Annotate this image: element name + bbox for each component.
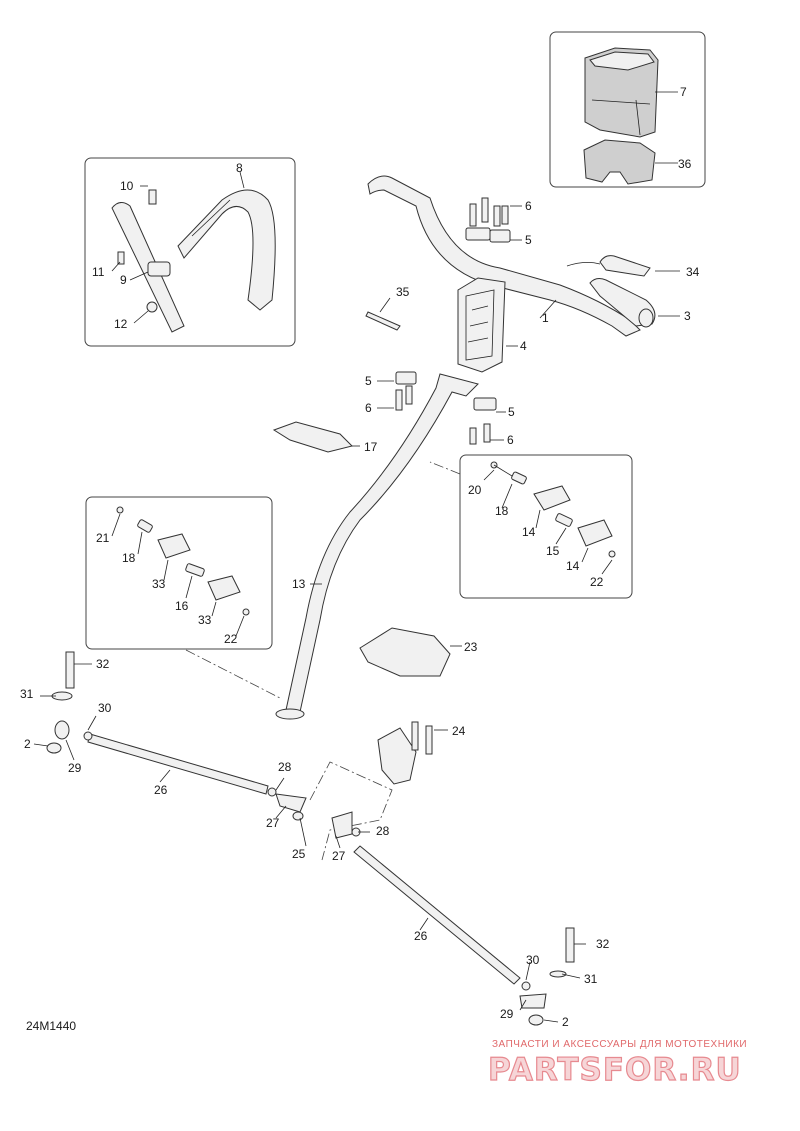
riser-block-part <box>457 277 506 373</box>
label-part-7: 7 <box>680 85 687 99</box>
label-part-6-right: 6 <box>507 433 514 447</box>
label-part-2-upper: 2 <box>24 737 31 751</box>
label-part-2-lower: 2 <box>562 1015 569 1029</box>
label-part-23: 23 <box>464 640 478 654</box>
label-part-14-b: 14 <box>566 559 580 573</box>
label-part-32-lower: 32 <box>596 937 610 951</box>
label-part-30-lower: 30 <box>526 953 540 967</box>
label-part-25: 25 <box>292 847 306 861</box>
watermark-brand: PARTSFOR.RU <box>488 1052 742 1088</box>
centerline-right-inset <box>429 461 461 475</box>
lower-clamps-part <box>395 371 497 445</box>
label-part-22-right: 22 <box>590 575 604 589</box>
label-part-3: 3 <box>684 309 691 323</box>
label-part-12: 12 <box>114 317 128 331</box>
label-part-11: 11 <box>92 265 105 279</box>
label-part-31-upper: 31 <box>20 687 34 701</box>
label-part-33-b: 33 <box>198 613 212 627</box>
label-part-26-upper: 26 <box>154 783 168 797</box>
label-part-33-a: 33 <box>152 577 166 591</box>
label-part-8: 8 <box>236 161 243 175</box>
clamp-small-part <box>117 189 171 313</box>
label-part-5-left: 5 <box>365 374 372 388</box>
label-part-24: 24 <box>452 724 466 738</box>
inset-frame-hand-guard <box>84 157 296 347</box>
label-part-27-lower: 27 <box>332 849 346 863</box>
label-part-18-left: 18 <box>122 551 136 565</box>
grip-cover-base-part <box>583 139 656 185</box>
tie-rod-lower-part <box>331 811 575 1026</box>
label-part-17: 17 <box>364 440 378 454</box>
handlebar-part <box>367 175 641 337</box>
label-part-4: 4 <box>520 339 527 353</box>
pin-part <box>365 311 401 331</box>
label-part-20: 20 <box>468 483 482 497</box>
label-part-1: 1 <box>542 311 549 325</box>
label-part-15: 15 <box>546 544 560 558</box>
watermark-tagline: ЗАПЧАСТИ И АКСЕССУАРЫ ДЛЯ МОТОТЕХНИКИ <box>492 1039 747 1050</box>
diagram-code: 24M1440 <box>26 1019 76 1033</box>
centerline-left-inset <box>185 649 281 699</box>
label-part-28-lower: 28 <box>376 824 390 838</box>
label-part-21: 21 <box>96 531 110 545</box>
label-part-32-upper: 32 <box>96 657 110 671</box>
label-part-5-right: 5 <box>508 405 515 419</box>
centerline-tie-rods <box>309 761 393 861</box>
inset-frame-clamp-assembly-right <box>459 454 633 599</box>
plate-part <box>272 421 353 453</box>
clamp-assembly-right-parts <box>490 461 616 558</box>
steering-column-part <box>275 373 479 720</box>
label-part-6-upper: 6 <box>525 199 532 213</box>
grip-part <box>589 278 656 328</box>
label-part-18-right: 18 <box>495 504 509 518</box>
label-part-6-left: 6 <box>365 401 372 415</box>
label-part-10: 10 <box>120 179 134 193</box>
hand-guard-part <box>177 189 276 311</box>
label-part-9: 9 <box>120 273 127 287</box>
cover-part <box>359 627 451 677</box>
label-part-22-left: 22 <box>224 632 238 646</box>
label-part-30-upper: 30 <box>98 701 112 715</box>
clamp-assembly-left-parts <box>116 506 250 616</box>
inset-frame-grip-cover <box>549 31 706 188</box>
label-part-29-lower: 29 <box>500 1007 514 1021</box>
inset-frame-clamp-assembly-left <box>85 496 273 650</box>
label-part-29-upper: 29 <box>68 761 82 775</box>
grip-cover-part <box>584 47 659 138</box>
label-part-36: 36 <box>678 157 692 171</box>
label-part-27-upper: 27 <box>266 816 280 830</box>
tie-rod-upper-part <box>46 651 307 821</box>
upper-clamps-part <box>465 197 511 243</box>
label-part-26-lower: 26 <box>414 929 428 943</box>
label-part-35: 35 <box>396 285 410 299</box>
throttle-cable-part <box>566 255 651 277</box>
label-part-28-upper: 28 <box>278 760 292 774</box>
label-part-16: 16 <box>175 599 189 613</box>
label-part-14-a: 14 <box>522 525 536 539</box>
pitman-arm-bracket-part <box>377 721 433 785</box>
label-part-5-upper: 5 <box>525 233 532 247</box>
label-part-13: 13 <box>292 577 306 591</box>
label-part-31-lower: 31 <box>584 972 598 986</box>
label-part-34: 34 <box>686 265 700 279</box>
